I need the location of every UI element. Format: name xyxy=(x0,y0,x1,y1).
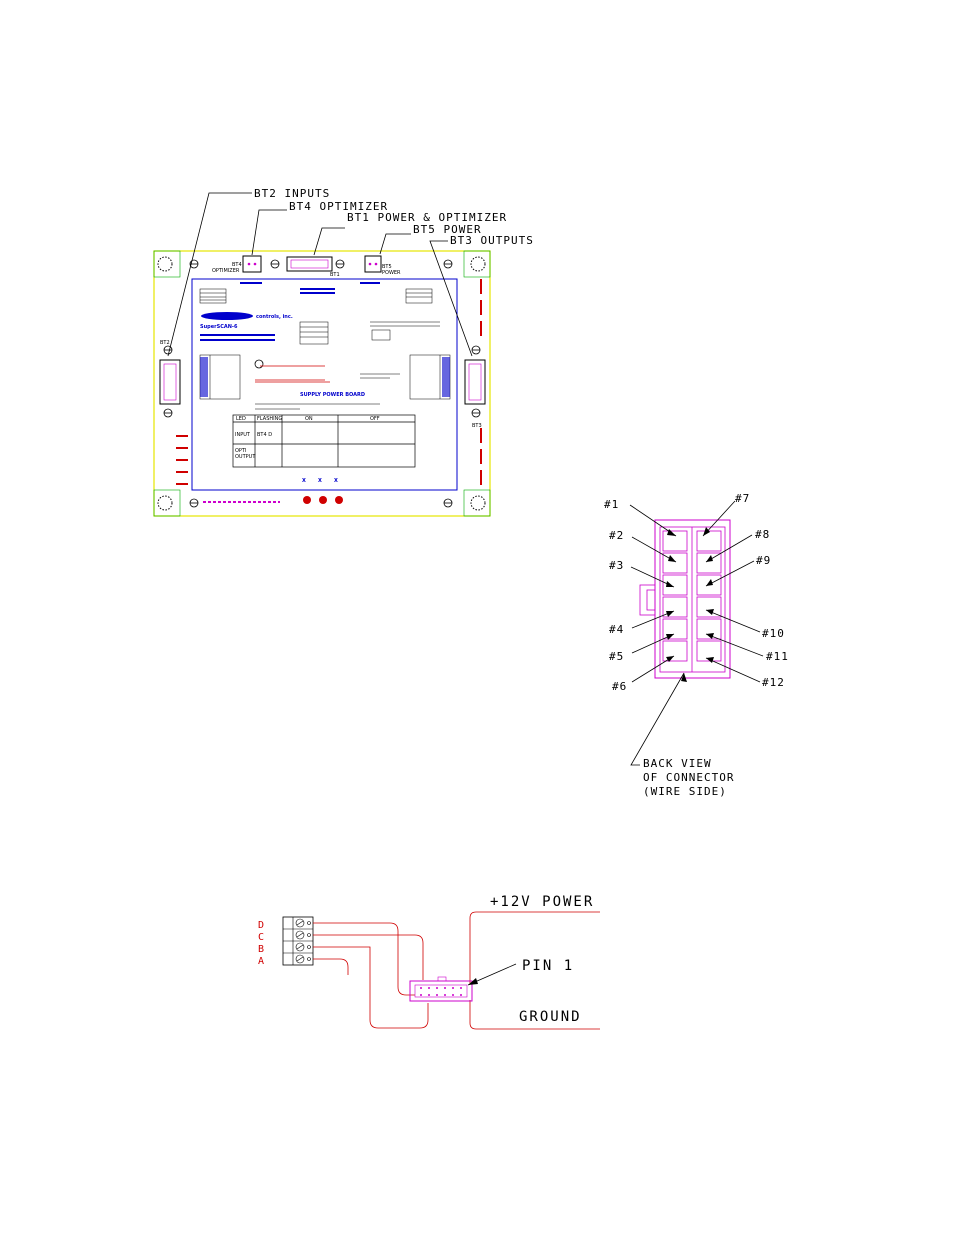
pin-label-5: #5 xyxy=(609,650,624,663)
back-view-line1: BACK VIEW xyxy=(643,757,712,770)
power-small-label: POWER xyxy=(382,270,401,276)
led-header: LED xyxy=(236,416,246,422)
connector-bt3: BT3 xyxy=(464,359,486,429)
terminal-label-c: C xyxy=(258,932,264,943)
board-caption-lines xyxy=(255,403,380,410)
red-dashes-left xyxy=(176,435,188,485)
bt1-small-label: BT1 xyxy=(330,272,340,278)
connector-bt5: BT5 POWER xyxy=(364,255,401,276)
board-misc-lines xyxy=(360,321,440,379)
pin-label-8: #8 xyxy=(755,528,770,541)
row2-a: OPTI xyxy=(235,448,246,454)
pin-label-1: #1 xyxy=(604,498,619,511)
callout-bt1: BT1 POWER & OPTIMIZER xyxy=(347,211,507,224)
pin-label-7: #7 xyxy=(735,492,750,505)
mount-hole-top-left xyxy=(153,250,181,278)
back-view-line2: OF CONNECTOR xyxy=(643,771,734,784)
supply-title: SUPPLY POWER BOARD xyxy=(300,392,365,398)
pin-label-12: #12 xyxy=(762,676,785,689)
terminal-label-d: D xyxy=(258,920,264,931)
connector-bt1: BT1 xyxy=(286,256,340,278)
svg-text:X: X xyxy=(318,478,322,484)
pin-label-10: #10 xyxy=(762,627,785,640)
row1-b: BT4 D xyxy=(257,432,272,438)
callout-bt3: BT3 OUTPUTS xyxy=(450,234,534,247)
terminal-label-a: A xyxy=(258,956,264,967)
board-callout-lines xyxy=(167,192,473,357)
pin1-label: PIN 1 xyxy=(522,958,574,974)
optimizer-small-label: OPTIMIZER xyxy=(212,268,240,274)
product-label: SuperSCAN-6 xyxy=(200,324,238,330)
bt4-small-label: BT4 xyxy=(232,262,242,268)
row2-b: OUTPUT xyxy=(235,454,256,460)
off-header: OFF xyxy=(370,416,380,422)
wiring-diagram xyxy=(282,911,600,1030)
screw-symbols xyxy=(163,259,481,508)
board-blue-blocks xyxy=(200,282,450,397)
mount-hole-top-right xyxy=(463,250,491,278)
back-view-line3: (WIRE SIDE) xyxy=(643,785,727,798)
mount-hole-bottom-left xyxy=(153,489,181,517)
pin-label-3: #3 xyxy=(609,559,624,572)
on-header: ON xyxy=(305,416,313,422)
board-red-traces xyxy=(254,359,330,383)
callout-bt5: BT5 POWER xyxy=(413,223,482,236)
mount-hole-bottom-right xyxy=(463,489,491,517)
pin-label-11: #11 xyxy=(766,650,789,663)
connector-bt4: BT4 OPTIMIZER xyxy=(212,255,262,274)
pin-label-6: #6 xyxy=(612,680,627,693)
board-logo: controls, inc. SuperSCAN-6 xyxy=(200,312,293,341)
connector-bt2: BT2 xyxy=(159,340,181,405)
terminal-label-b: B xyxy=(258,944,264,955)
pin-label-4: #4 xyxy=(609,623,624,636)
connector-pinout xyxy=(629,500,764,766)
bt3-small-label: BT3 xyxy=(472,423,482,429)
svg-text:X: X xyxy=(334,478,338,484)
circuit-board: BT4 OPTIMIZER BT1 BT5 POWER BT2 BT3 xyxy=(153,192,491,517)
pin-label-2: #2 xyxy=(609,529,624,542)
ground-label: GROUND xyxy=(519,1009,582,1025)
led-table xyxy=(232,414,416,468)
company-label: controls, inc. xyxy=(256,314,293,320)
callout-bt4: BT4 OPTIMIZER xyxy=(289,200,388,213)
power-label: +12V POWER xyxy=(490,894,594,910)
board-small-tables xyxy=(199,288,451,400)
bt5-small-label: BT5 xyxy=(382,264,392,270)
pin-label-9: #9 xyxy=(756,554,771,567)
svg-text:X: X xyxy=(302,478,306,484)
flashing-header: FLASHING xyxy=(257,416,282,422)
row1-a: INPUT xyxy=(235,432,251,438)
callout-bt2: BT2 INPUTS xyxy=(254,187,330,200)
bt2-small-label: BT2 xyxy=(160,340,170,346)
